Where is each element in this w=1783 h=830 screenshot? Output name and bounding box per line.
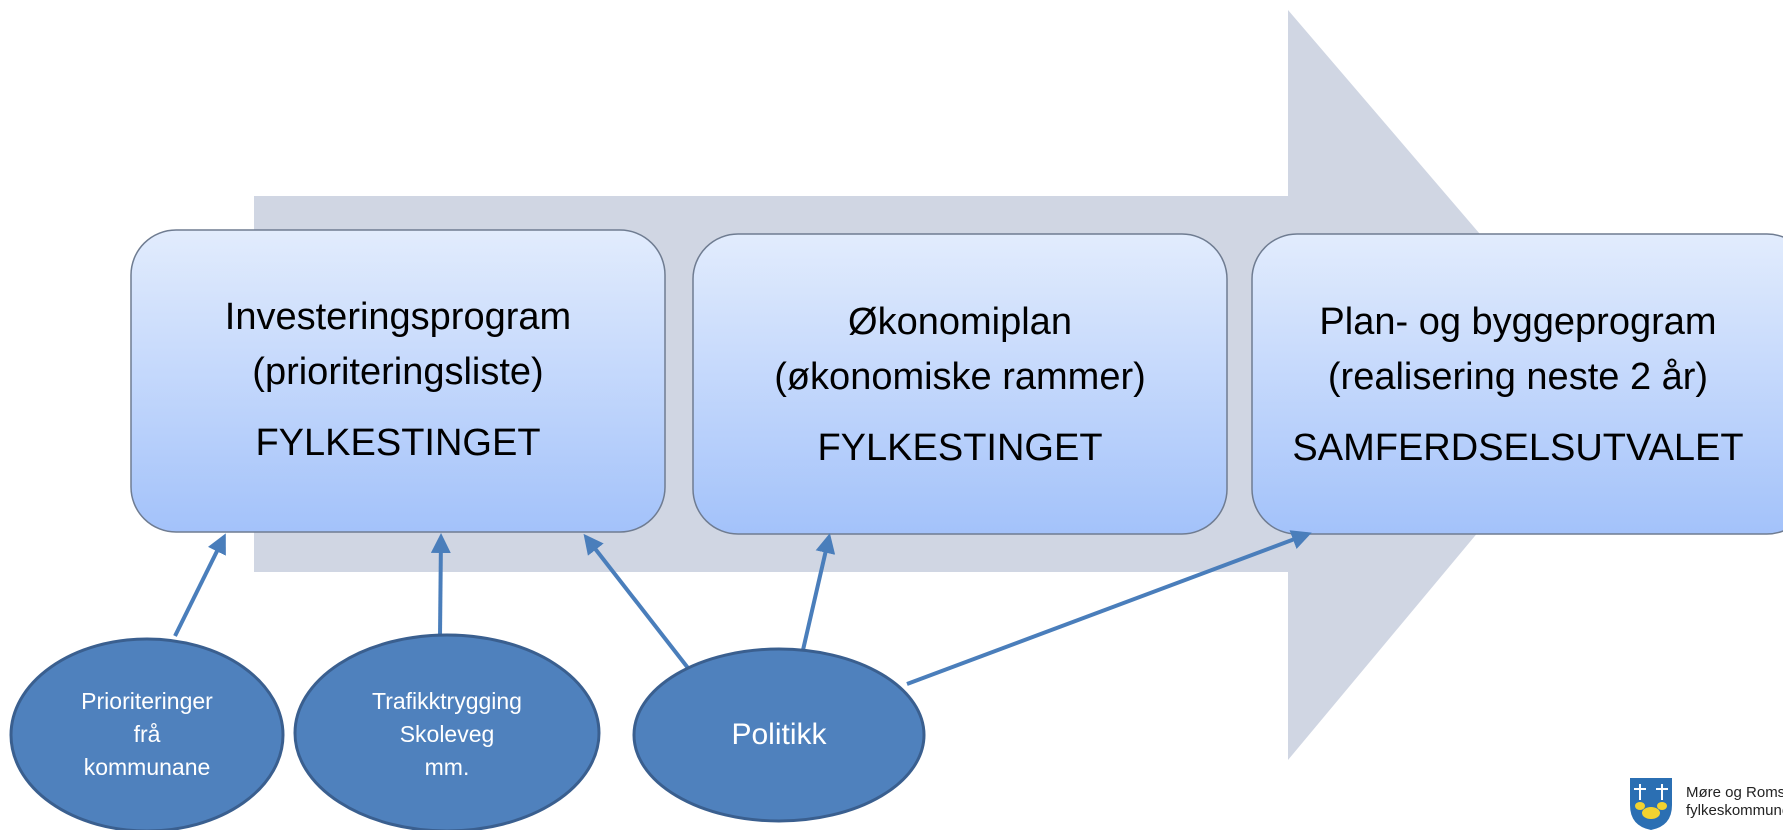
connector-politikk-to-investeringsprogram: [583, 533, 690, 670]
box-investeringsprogram-title: Investeringsprogram: [225, 296, 571, 338]
input-trafikktrygging-line2: Skoleveg: [400, 721, 495, 747]
input-prioriteringer-line3: kommunane: [84, 754, 211, 780]
input-prioriteringer: Prioriteringer frå kommunane: [9, 637, 285, 830]
connector-politikk-to-plan-og-byggeprogram: [906, 530, 1312, 686]
box-plan-og-byggeprogram: Plan- og byggeprogram (realisering neste…: [1251, 233, 1783, 535]
logo-line1: Møre og Romsdal: [1686, 784, 1783, 801]
input-prioriteringer-line1: Prioriteringer: [81, 688, 213, 714]
input-trafikktrygging: Trafikktrygging Skoleveg mm.: [293, 633, 601, 830]
box-okonomiplan: Økonomiplan (økonomiske rammer) FYLKESTI…: [692, 233, 1228, 535]
box-investeringsprogram: Investeringsprogram (prioriteringsliste)…: [130, 229, 666, 533]
input-politikk: Politikk: [632, 647, 926, 823]
box-okonomiplan-title: Økonomiplan: [848, 301, 1072, 343]
fylkeskommune-logo: Møre og Romsdal fylkeskommune: [1630, 778, 1783, 830]
connector-prioriteringer-to-investeringsprogram: [173, 533, 226, 637]
box-investeringsprogram-owner: FYLKESTINGET: [255, 422, 540, 464]
connectors: [173, 530, 1312, 686]
box-okonomiplan-subtitle: (økonomiske rammer): [774, 356, 1146, 398]
input-trafikktrygging-line3: mm.: [425, 754, 470, 780]
input-trafikktrygging-line1: Trafikktrygging: [372, 688, 522, 714]
box-plan-og-byggeprogram-title: Plan- og byggeprogram: [1319, 301, 1716, 343]
coat-of-arms-icon: [1630, 778, 1672, 830]
connector-trafikktrygging-to-investeringsprogram: [430, 533, 451, 637]
box-okonomiplan-owner: FYLKESTINGET: [817, 427, 1102, 469]
logo-line2: fylkeskommune: [1686, 802, 1783, 819]
box-plan-og-byggeprogram-subtitle: (realisering neste 2 år): [1328, 356, 1708, 398]
input-politikk-label: Politikk: [731, 718, 827, 751]
box-plan-og-byggeprogram-owner: SAMFERDSELSUTVALET: [1292, 427, 1743, 469]
input-prioriteringer-line2: frå: [134, 721, 161, 747]
connector-politikk-to-okonomiplan: [801, 533, 836, 651]
box-investeringsprogram-subtitle: (prioriteringsliste): [252, 351, 543, 393]
